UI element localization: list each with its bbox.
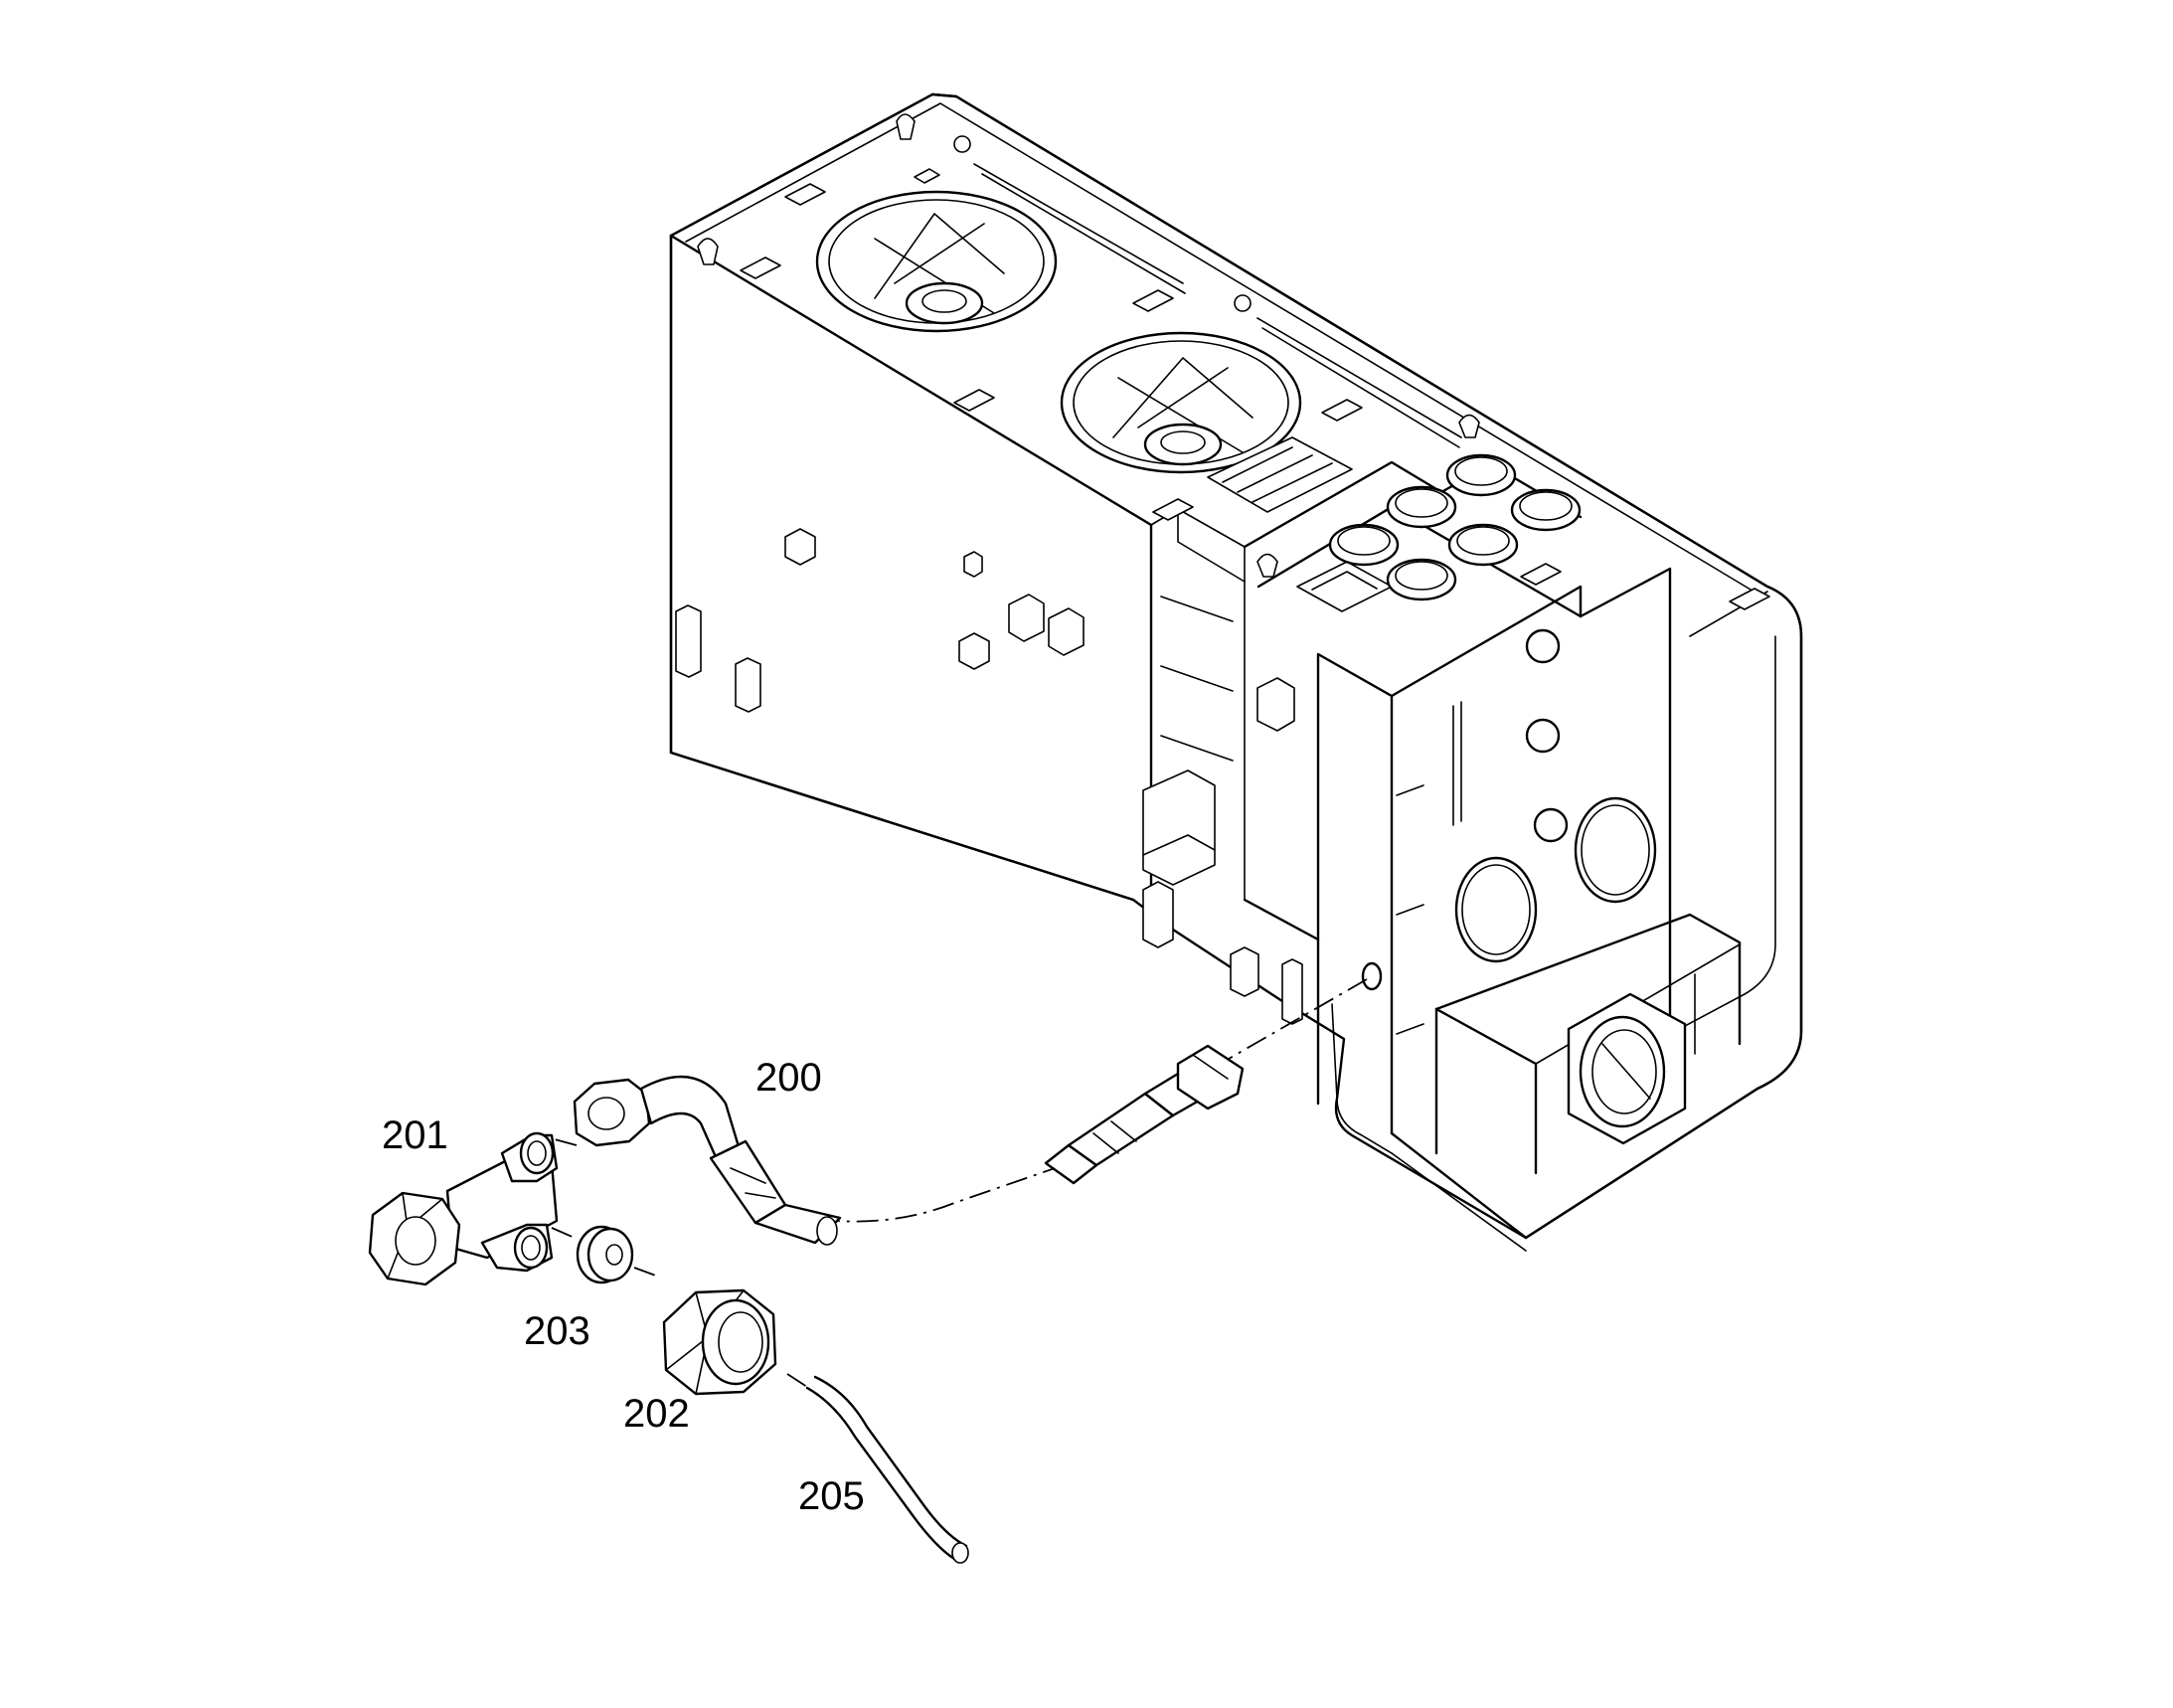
outlet-flange	[1567, 992, 1687, 1145]
fan-opening-2	[1060, 331, 1302, 474]
part-203-plug	[576, 1225, 634, 1284]
callout-203: 203	[524, 1309, 590, 1353]
side-slots	[1160, 596, 1462, 1035]
cap-cluster	[1328, 453, 1582, 601]
part-201-tee-fitting	[368, 1131, 559, 1286]
part-200-elbow-hose	[573, 1044, 1245, 1246]
tank-port-stud	[1361, 961, 1383, 991]
fan-opening-1	[815, 190, 1058, 333]
part-205-tube	[805, 1375, 969, 1564]
assembly-lines	[551, 978, 1368, 1388]
callout-201: 201	[382, 1113, 448, 1157]
hinge-plates	[740, 168, 1770, 610]
callout-202: 202	[623, 1392, 690, 1436]
part-202-hex-nut	[662, 1288, 777, 1396]
tank-housing	[669, 92, 1803, 1252]
top-rails	[697, 113, 1480, 578]
callout-200: 200	[755, 1056, 822, 1100]
mounting-blocks	[675, 528, 1303, 1025]
front-ports	[1454, 628, 1657, 963]
callout-205: 205	[798, 1474, 865, 1518]
top-hatch	[1207, 436, 1393, 612]
